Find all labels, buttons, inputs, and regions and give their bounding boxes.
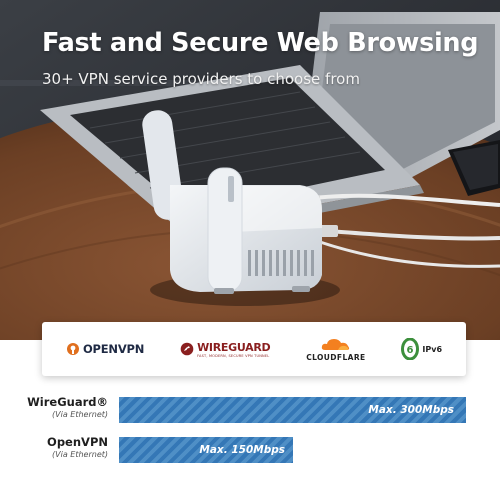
openvpn-speed-row: OpenVPN (Via Ethernet) Max. 150Mbps	[0, 435, 500, 475]
wireguard-logo-tagline: FAST, MODERN, SECURE VPN TUNNEL	[197, 353, 270, 358]
openvpn-logo-icon	[66, 343, 79, 355]
wireguard-logo-text: WIREGUARD	[197, 340, 271, 354]
openvpn-connection-note: (Via Ethernet)	[52, 450, 108, 459]
wireguard-logo: WIREGUARD FAST, MODERN, SECURE VPN TUNNE…	[180, 340, 271, 358]
router-on-desk-illustration	[0, 0, 500, 340]
wireguard-logo-icon	[180, 342, 194, 356]
openvpn-logo: OPENVPN	[66, 342, 144, 356]
openvpn-speed-bar: Max. 150Mbps	[119, 437, 293, 463]
cloudflare-logo: CLOUDFLARE	[306, 336, 365, 362]
openvpn-logo-text: OPENVPN	[82, 342, 145, 356]
ipv6-logo-icon: 6	[401, 338, 420, 360]
wireguard-speed-value: Max. 300Mbps	[368, 404, 454, 416]
protocol-logo-band: OPENVPN WIREGUARD FAST, MODERN, SECURE V…	[42, 322, 466, 376]
wireguard-speed-bar: Max. 300Mbps	[119, 397, 466, 423]
hero-photo: Fast and Secure Web Browsing 30+ VPN ser…	[0, 0, 500, 340]
ipv6-logo-text: IPv6	[422, 344, 443, 354]
openvpn-speed-label: OpenVPN (Via Ethernet)	[0, 435, 108, 459]
ipv6-logo: 6 IPv6	[401, 338, 442, 360]
openvpn-speed-value: Max. 150Mbps	[199, 444, 285, 456]
wireguard-protocol-name: WireGuard®	[27, 395, 108, 409]
openvpn-protocol-name: OpenVPN	[47, 435, 108, 449]
cloudflare-logo-icon	[321, 339, 349, 350]
page-headline: Fast and Secure Web Browsing	[42, 28, 479, 58]
wireguard-connection-note: (Via Ethernet)	[52, 410, 108, 419]
page-subheadline: 30+ VPN service providers to choose from	[42, 70, 360, 88]
svg-text:6: 6	[407, 345, 414, 356]
wireguard-speed-row: WireGuard® (Via Ethernet) Max. 300Mbps	[0, 395, 500, 435]
wireguard-speed-label: WireGuard® (Via Ethernet)	[0, 395, 108, 419]
cloudflare-logo-text: CLOUDFLARE	[306, 353, 366, 362]
